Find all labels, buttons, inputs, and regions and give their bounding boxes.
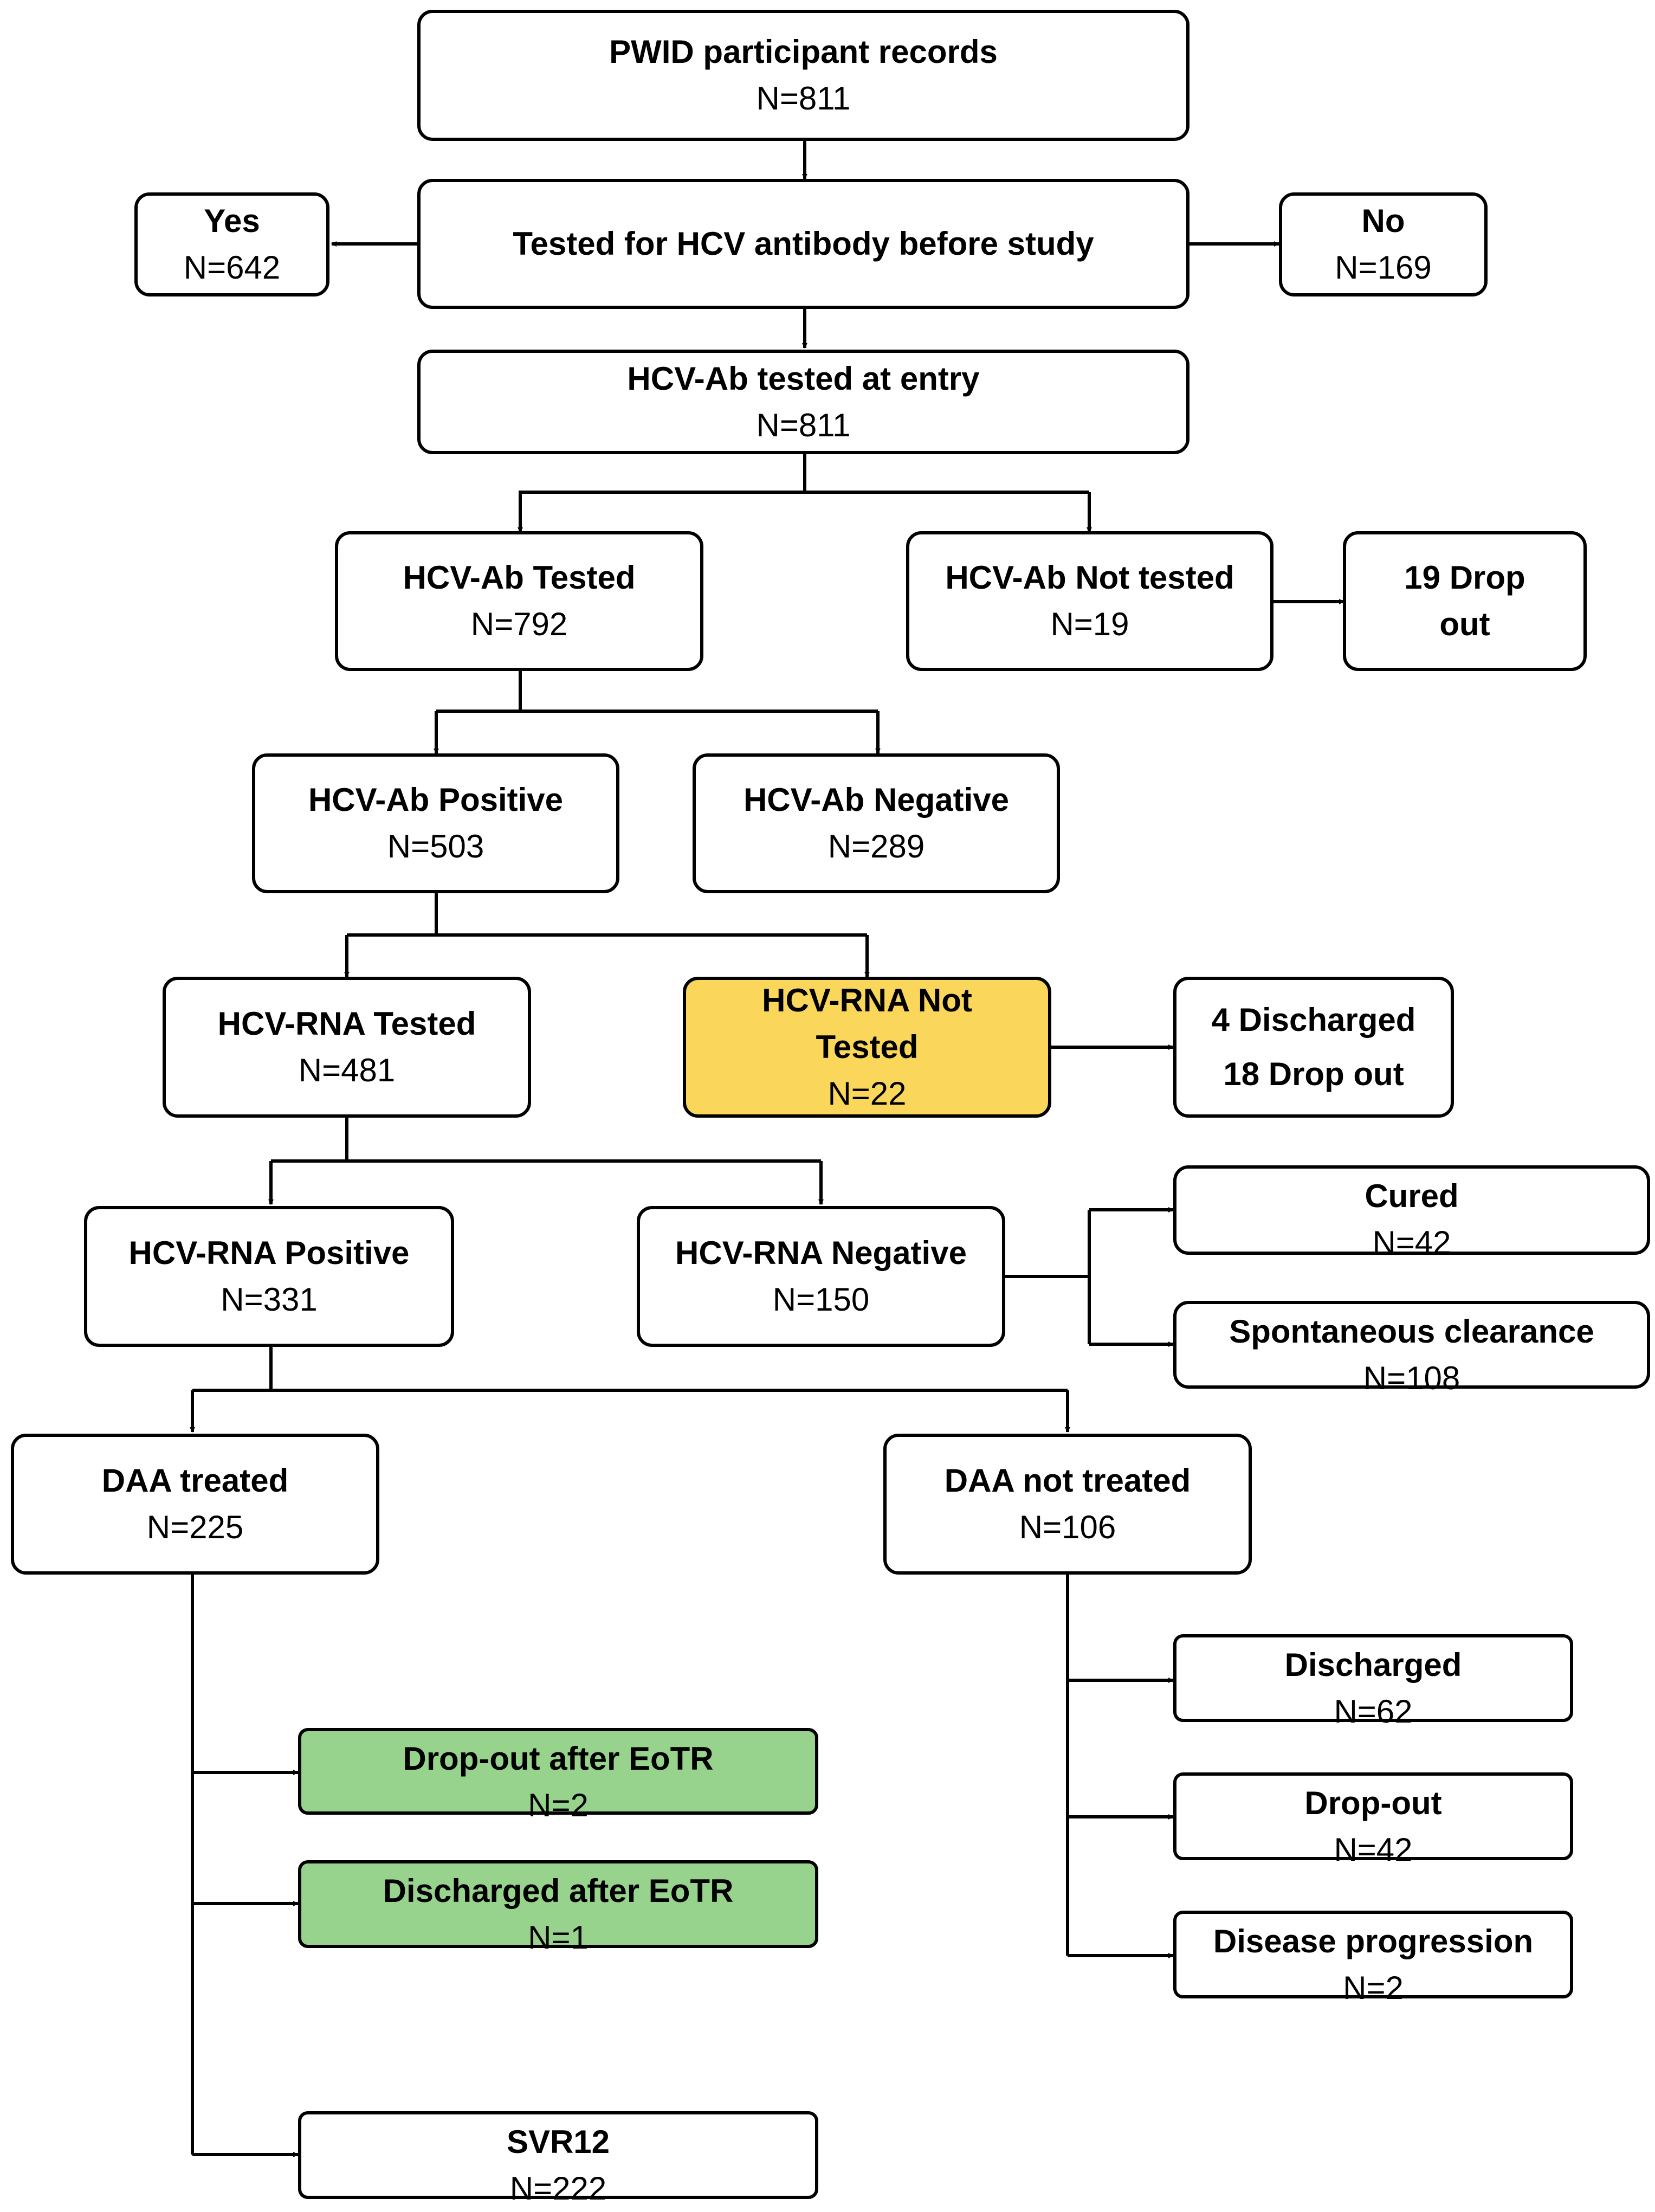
node-dropout: Drop-out N=42	[1173, 1772, 1573, 1868]
node-title: HCV-RNA Negative	[675, 1235, 967, 1271]
node-count: N=42	[1334, 1831, 1413, 1868]
node-count: N=503	[387, 828, 484, 865]
node-line1: 19 Drop	[1404, 559, 1525, 596]
node-title: No	[1361, 203, 1405, 239]
node-count: N=19	[1050, 606, 1129, 642]
node-19-dropout: 19 Drop out	[1343, 531, 1587, 671]
node-count: N=481	[298, 1052, 396, 1088]
node-title: Drop-out after EoTR	[403, 1740, 714, 1777]
node-count: N=108	[1363, 1360, 1460, 1396]
node-rna-tested: HCV-RNA Tested N=481	[163, 977, 531, 1118]
node-title: Discharged after EoTR	[383, 1873, 734, 1909]
node-spontaneous-clearance: Spontaneous clearance N=108	[1173, 1301, 1650, 1396]
node-daa-treated: DAA treated N=225	[11, 1434, 379, 1575]
node-count: N=792	[470, 606, 568, 642]
node-count: N=811	[756, 80, 851, 117]
node-ab-tested: HCV-Ab Tested N=792	[335, 531, 703, 671]
node-count: N=42	[1372, 1224, 1451, 1261]
node-rna-negative: HCV-RNA Negative N=150	[637, 1206, 1005, 1347]
node-title: HCV-RNA Tested	[217, 1005, 476, 1042]
node-count: N=150	[772, 1281, 870, 1318]
node-svr12: SVR12 N=222	[298, 2111, 818, 2207]
node-yes: Yes N=642	[134, 192, 329, 296]
node-count: N=2	[1343, 1970, 1404, 2006]
node-title: Tested for HCV antibody before study	[513, 225, 1094, 262]
node-title: HCV-Ab Positive	[308, 782, 564, 818]
node-line1: HCV-RNA Not	[762, 982, 972, 1018]
node-count: N=331	[221, 1281, 318, 1318]
node-line1: 4 Discharged	[1211, 1002, 1416, 1038]
node-discharged-dropout: 4 Discharged 18 Drop out	[1173, 977, 1454, 1118]
node-count: N=1	[528, 1919, 589, 1956]
node-count: N=642	[183, 249, 281, 286]
node-title: HCV-Ab Tested	[403, 559, 636, 596]
node-title: HCV-Ab Negative	[743, 782, 1010, 818]
node-ab-not-tested: HCV-Ab Not tested N=19	[906, 531, 1273, 671]
node-count: N=2	[528, 1787, 589, 1823]
node-line2: Tested	[816, 1029, 919, 1065]
node-daa-not-treated: DAA not treated N=106	[883, 1434, 1252, 1575]
node-line2: out	[1439, 606, 1490, 642]
node-pwid-records: PWID participant records N=811	[417, 10, 1189, 141]
node-count: N=62	[1334, 1693, 1413, 1730]
node-tested-before-study: Tested for HCV antibody before study	[417, 179, 1189, 309]
node-count: N=289	[828, 828, 925, 865]
node-title: HCV-Ab Not tested	[945, 559, 1234, 596]
node-title: HCV-Ab tested at entry	[627, 360, 980, 397]
node-ab-tested-at-entry: HCV-Ab tested at entry N=811	[417, 350, 1189, 454]
connector-rna-negative	[1005, 1210, 1091, 1278]
node-title: Spontaneous clearance	[1229, 1313, 1594, 1350]
connector-rna-tested-split	[271, 1118, 348, 1163]
node-title: HCV-RNA Positive	[128, 1235, 410, 1271]
node-title: PWID participant records	[609, 34, 998, 70]
node-count: N=225	[146, 1509, 244, 1545]
connector-ab-positive-split	[347, 893, 438, 937]
node-cured: Cured N=42	[1173, 1165, 1650, 1261]
node-ab-positive: HCV-Ab Positive N=503	[252, 753, 619, 893]
node-discharged-after-eotr: Discharged after EoTR N=1	[298, 1860, 818, 1956]
node-line2: 18 Drop out	[1223, 1056, 1404, 1092]
node-disease-progression: Disease progression N=2	[1173, 1911, 1573, 2006]
connector-rna-positive-split	[192, 1347, 273, 1392]
node-rna-positive: HCV-RNA Positive N=331	[84, 1206, 454, 1347]
node-count: N=106	[1019, 1509, 1116, 1545]
node-title: DAA treated	[101, 1462, 289, 1499]
node-dropout-after-eotr: Drop-out after EoTR N=2	[298, 1728, 818, 1823]
node-discharged: Discharged N=62	[1173, 1634, 1573, 1730]
node-title: Yes	[204, 203, 260, 239]
connector-ab-entry-split	[519, 454, 806, 529]
connector-ab-tested-split	[436, 671, 522, 713]
node-rna-not-tested: HCV-RNA Not Tested N=22	[683, 977, 1051, 1118]
node-count: N=811	[756, 407, 851, 443]
node-title: DAA not treated	[944, 1462, 1191, 1499]
node-title: Disease progression	[1213, 1923, 1534, 1959]
node-count: N=222	[509, 2170, 607, 2207]
node-title: SVR12	[506, 2124, 610, 2160]
node-no: No N=169	[1279, 192, 1488, 296]
node-count: N=22	[828, 1075, 907, 1112]
node-count: N=169	[1335, 249, 1432, 286]
node-title: Cured	[1365, 1178, 1459, 1214]
node-title: Discharged	[1284, 1647, 1462, 1683]
node-title: Drop-out	[1304, 1785, 1442, 1821]
node-ab-negative: HCV-Ab Negative N=289	[693, 753, 1060, 893]
